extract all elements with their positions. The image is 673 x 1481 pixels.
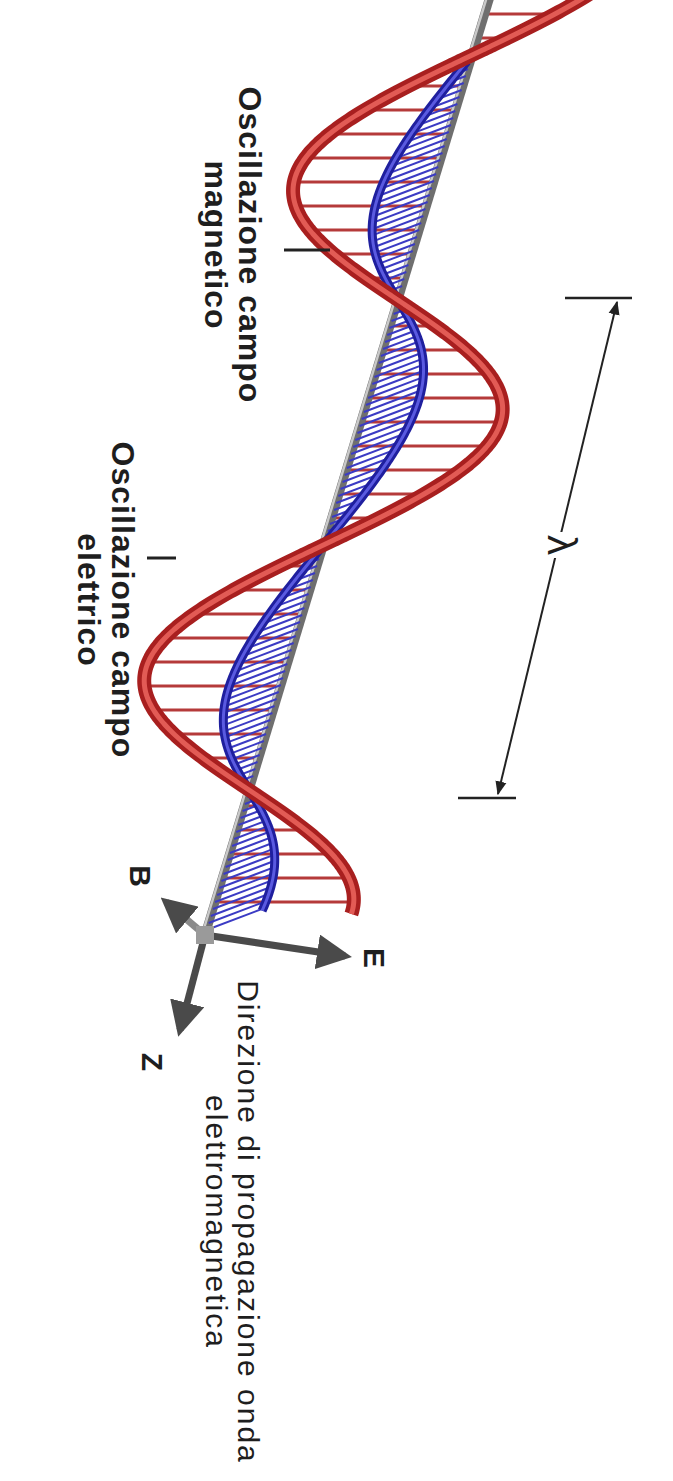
electric-hatch-line xyxy=(296,205,427,208)
electric-hatch-line xyxy=(375,373,489,376)
magnetic-hatch-line xyxy=(385,331,415,342)
electric-ribbon xyxy=(144,0,610,914)
magnetic-hatch-line xyxy=(377,244,415,258)
electric-ribbon-highlight xyxy=(144,0,610,914)
magnetic-hatch-line xyxy=(207,909,264,930)
axis-caption: Direzione di propagazione onda elettroma… xyxy=(201,977,264,1467)
origin-block xyxy=(196,926,214,944)
electric-hatch-line xyxy=(305,157,441,160)
wavelength-symbol: λ xyxy=(541,532,583,558)
axis-label: E xyxy=(358,948,390,968)
magnetic-hatch-line xyxy=(381,258,411,269)
magnetic-hatch-line xyxy=(381,342,419,356)
dimension-line xyxy=(498,302,617,794)
dimension-bar xyxy=(458,797,516,800)
wavelength-dimension xyxy=(458,298,632,798)
magnetic-hatch-line xyxy=(383,336,417,349)
magnetic-hatch-line xyxy=(228,734,266,748)
field-label: Oscillazione campo magnetico xyxy=(198,75,265,415)
magnetic-hatch-line xyxy=(232,748,262,759)
magnetic-hatch-line xyxy=(379,251,413,264)
electric-hatch-line xyxy=(148,661,288,664)
magnetic-hatch-line xyxy=(372,202,427,223)
dimension-bar xyxy=(565,297,632,300)
leader-tick xyxy=(284,249,330,252)
axis-label: Z xyxy=(136,1053,168,1071)
magnetic-hatch-line xyxy=(236,821,266,832)
e-axis-arrow xyxy=(205,935,345,956)
magnetic-hatch-line xyxy=(224,692,279,713)
electric-wave xyxy=(144,0,610,914)
magnetic-hatch-line xyxy=(368,377,423,398)
magnetic-hatch-line xyxy=(232,832,270,846)
field-label: Oscillazione campo elettrico xyxy=(71,430,138,770)
magnetic-hatch-line xyxy=(219,867,274,888)
electric-hatch-line xyxy=(154,709,274,712)
magnetic-hatch-line xyxy=(234,826,268,839)
magnetic-hatch-line xyxy=(209,901,266,923)
leader-tick xyxy=(147,557,176,560)
magnetic-hatch-line xyxy=(230,741,264,754)
axis-label: B xyxy=(124,865,156,887)
z-axis-arrow xyxy=(180,935,205,1030)
